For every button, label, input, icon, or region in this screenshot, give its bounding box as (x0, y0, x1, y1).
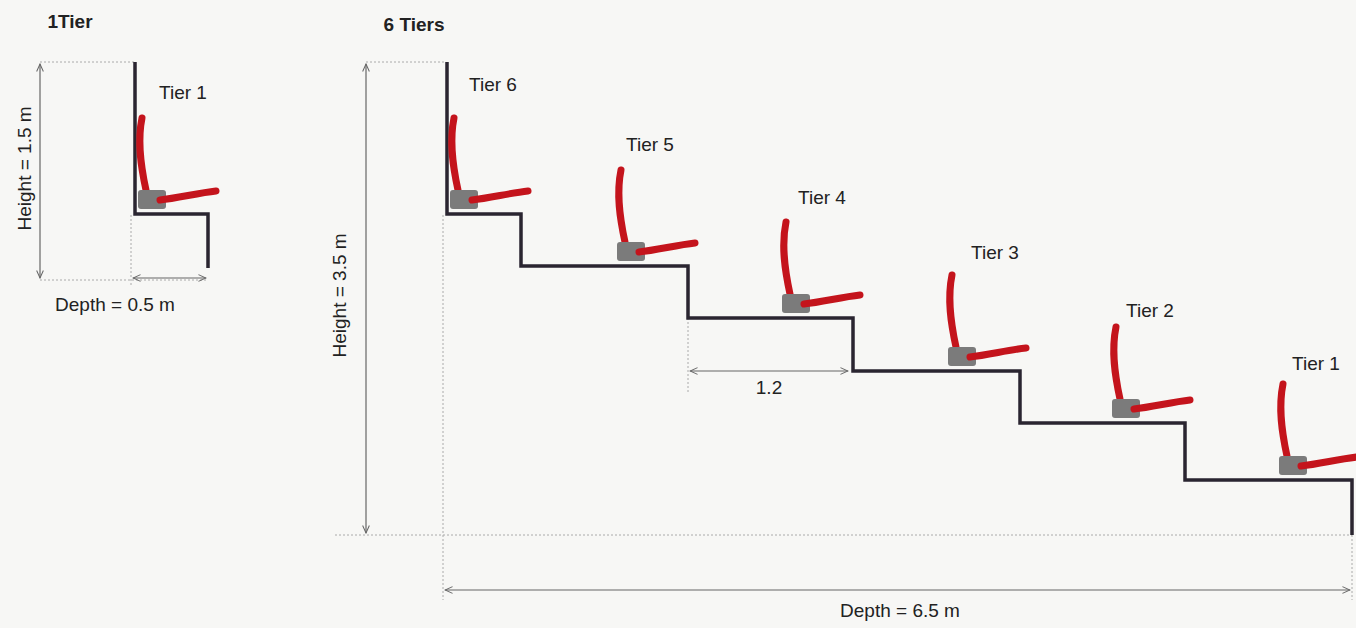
tier-label: Tier 1 (157, 83, 209, 104)
tier-label: 1.2 (754, 378, 784, 399)
tier-label: Tier 4 (796, 188, 848, 209)
height-dimension: Height = 3.5 m (330, 231, 351, 359)
tier-label: Depth = 0.5 m (53, 295, 177, 316)
tier-label: Tier 5 (624, 135, 676, 156)
guide-lines (40, 62, 1352, 600)
section-title: 6 Tiers (382, 15, 447, 36)
tier-label: Tier 2 (1124, 301, 1176, 322)
tier-label: Tier 3 (969, 243, 1021, 264)
section-title: 1Tier (45, 12, 94, 33)
tier-label: Depth = 6.5 m (838, 601, 962, 622)
tier-label: Tier 6 (467, 75, 519, 96)
height-dimension: Height = 1.5 m (15, 104, 36, 232)
tier-label: Tier 1 (1290, 354, 1342, 375)
seats (138, 118, 1356, 475)
tier-profile (135, 62, 1352, 535)
dimension-lines (40, 64, 1350, 590)
